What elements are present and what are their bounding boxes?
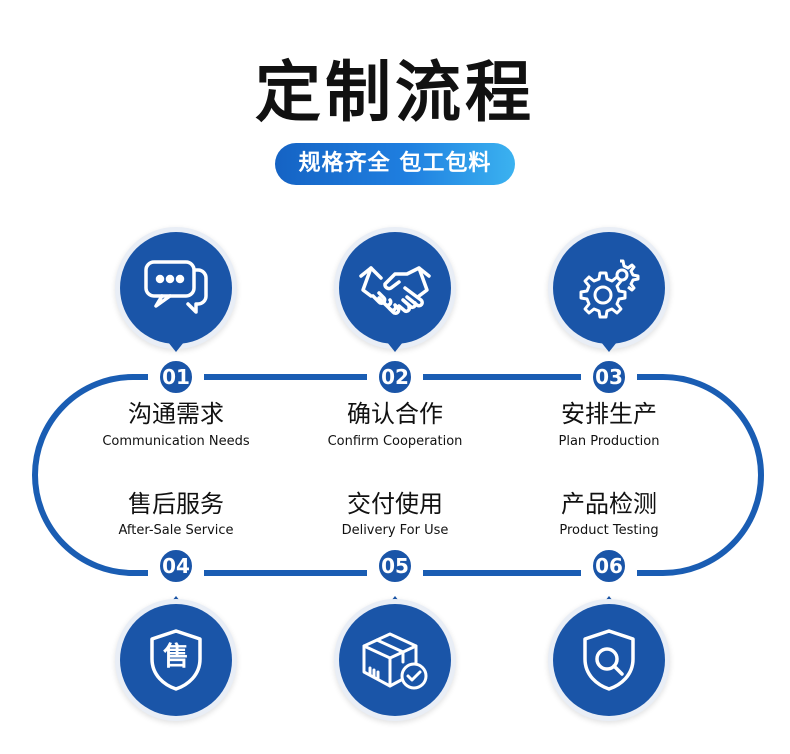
step-06-badge: 06 xyxy=(589,546,629,586)
chat-bubbles-icon xyxy=(140,256,212,320)
step-03-icon-circle xyxy=(553,232,665,344)
step-01-pointer xyxy=(168,342,184,352)
shield-sale-icon: 售 xyxy=(146,627,206,693)
step-04-pointer xyxy=(168,596,184,606)
step-03-badge: 03 xyxy=(589,357,629,397)
step-04-title: 售后服务 xyxy=(128,490,224,518)
step-03-pointer xyxy=(601,342,617,352)
step-04-subtitle: After-Sale Service xyxy=(118,523,234,538)
step-06-icon-circle xyxy=(553,604,665,716)
step-06-pointer xyxy=(601,596,617,606)
step-01-title: 沟通需求 xyxy=(128,400,224,428)
page-title: 定制流程 xyxy=(255,53,535,131)
step-05-pointer xyxy=(387,596,403,606)
step-02-title: 确认合作 xyxy=(347,400,443,428)
step-05-title: 交付使用 xyxy=(347,490,443,518)
step-06-subtitle: Product Testing xyxy=(559,523,659,538)
handshake-icon xyxy=(357,258,433,318)
step-01-badge: 01 xyxy=(156,357,196,397)
step-02-pointer xyxy=(387,342,403,352)
step-05-badge: 05 xyxy=(375,546,415,586)
step-06-title: 产品检测 xyxy=(561,490,657,518)
subtitle-pill: 规格齐全 包工包料 xyxy=(275,143,515,185)
shield-search-icon xyxy=(579,627,639,693)
step-01-subtitle: Communication Needs xyxy=(102,434,250,449)
step-02-badge: 02 xyxy=(375,357,415,397)
package-check-icon xyxy=(360,628,430,692)
step-02-icon-circle xyxy=(339,232,451,344)
step-03-title: 安排生产 xyxy=(561,400,657,428)
step-03-subtitle: Plan Production xyxy=(558,434,660,449)
gears-icon xyxy=(574,255,644,321)
step-04-badge: 04 xyxy=(156,546,196,586)
step-05-icon-circle xyxy=(339,604,451,716)
shield-sale-text: 售 xyxy=(162,642,189,672)
step-02-subtitle: Confirm Cooperation xyxy=(327,434,463,449)
step-05-subtitle: Delivery For Use xyxy=(341,523,449,538)
step-01-icon-circle xyxy=(120,232,232,344)
step-04-icon-circle: 售 xyxy=(120,604,232,716)
